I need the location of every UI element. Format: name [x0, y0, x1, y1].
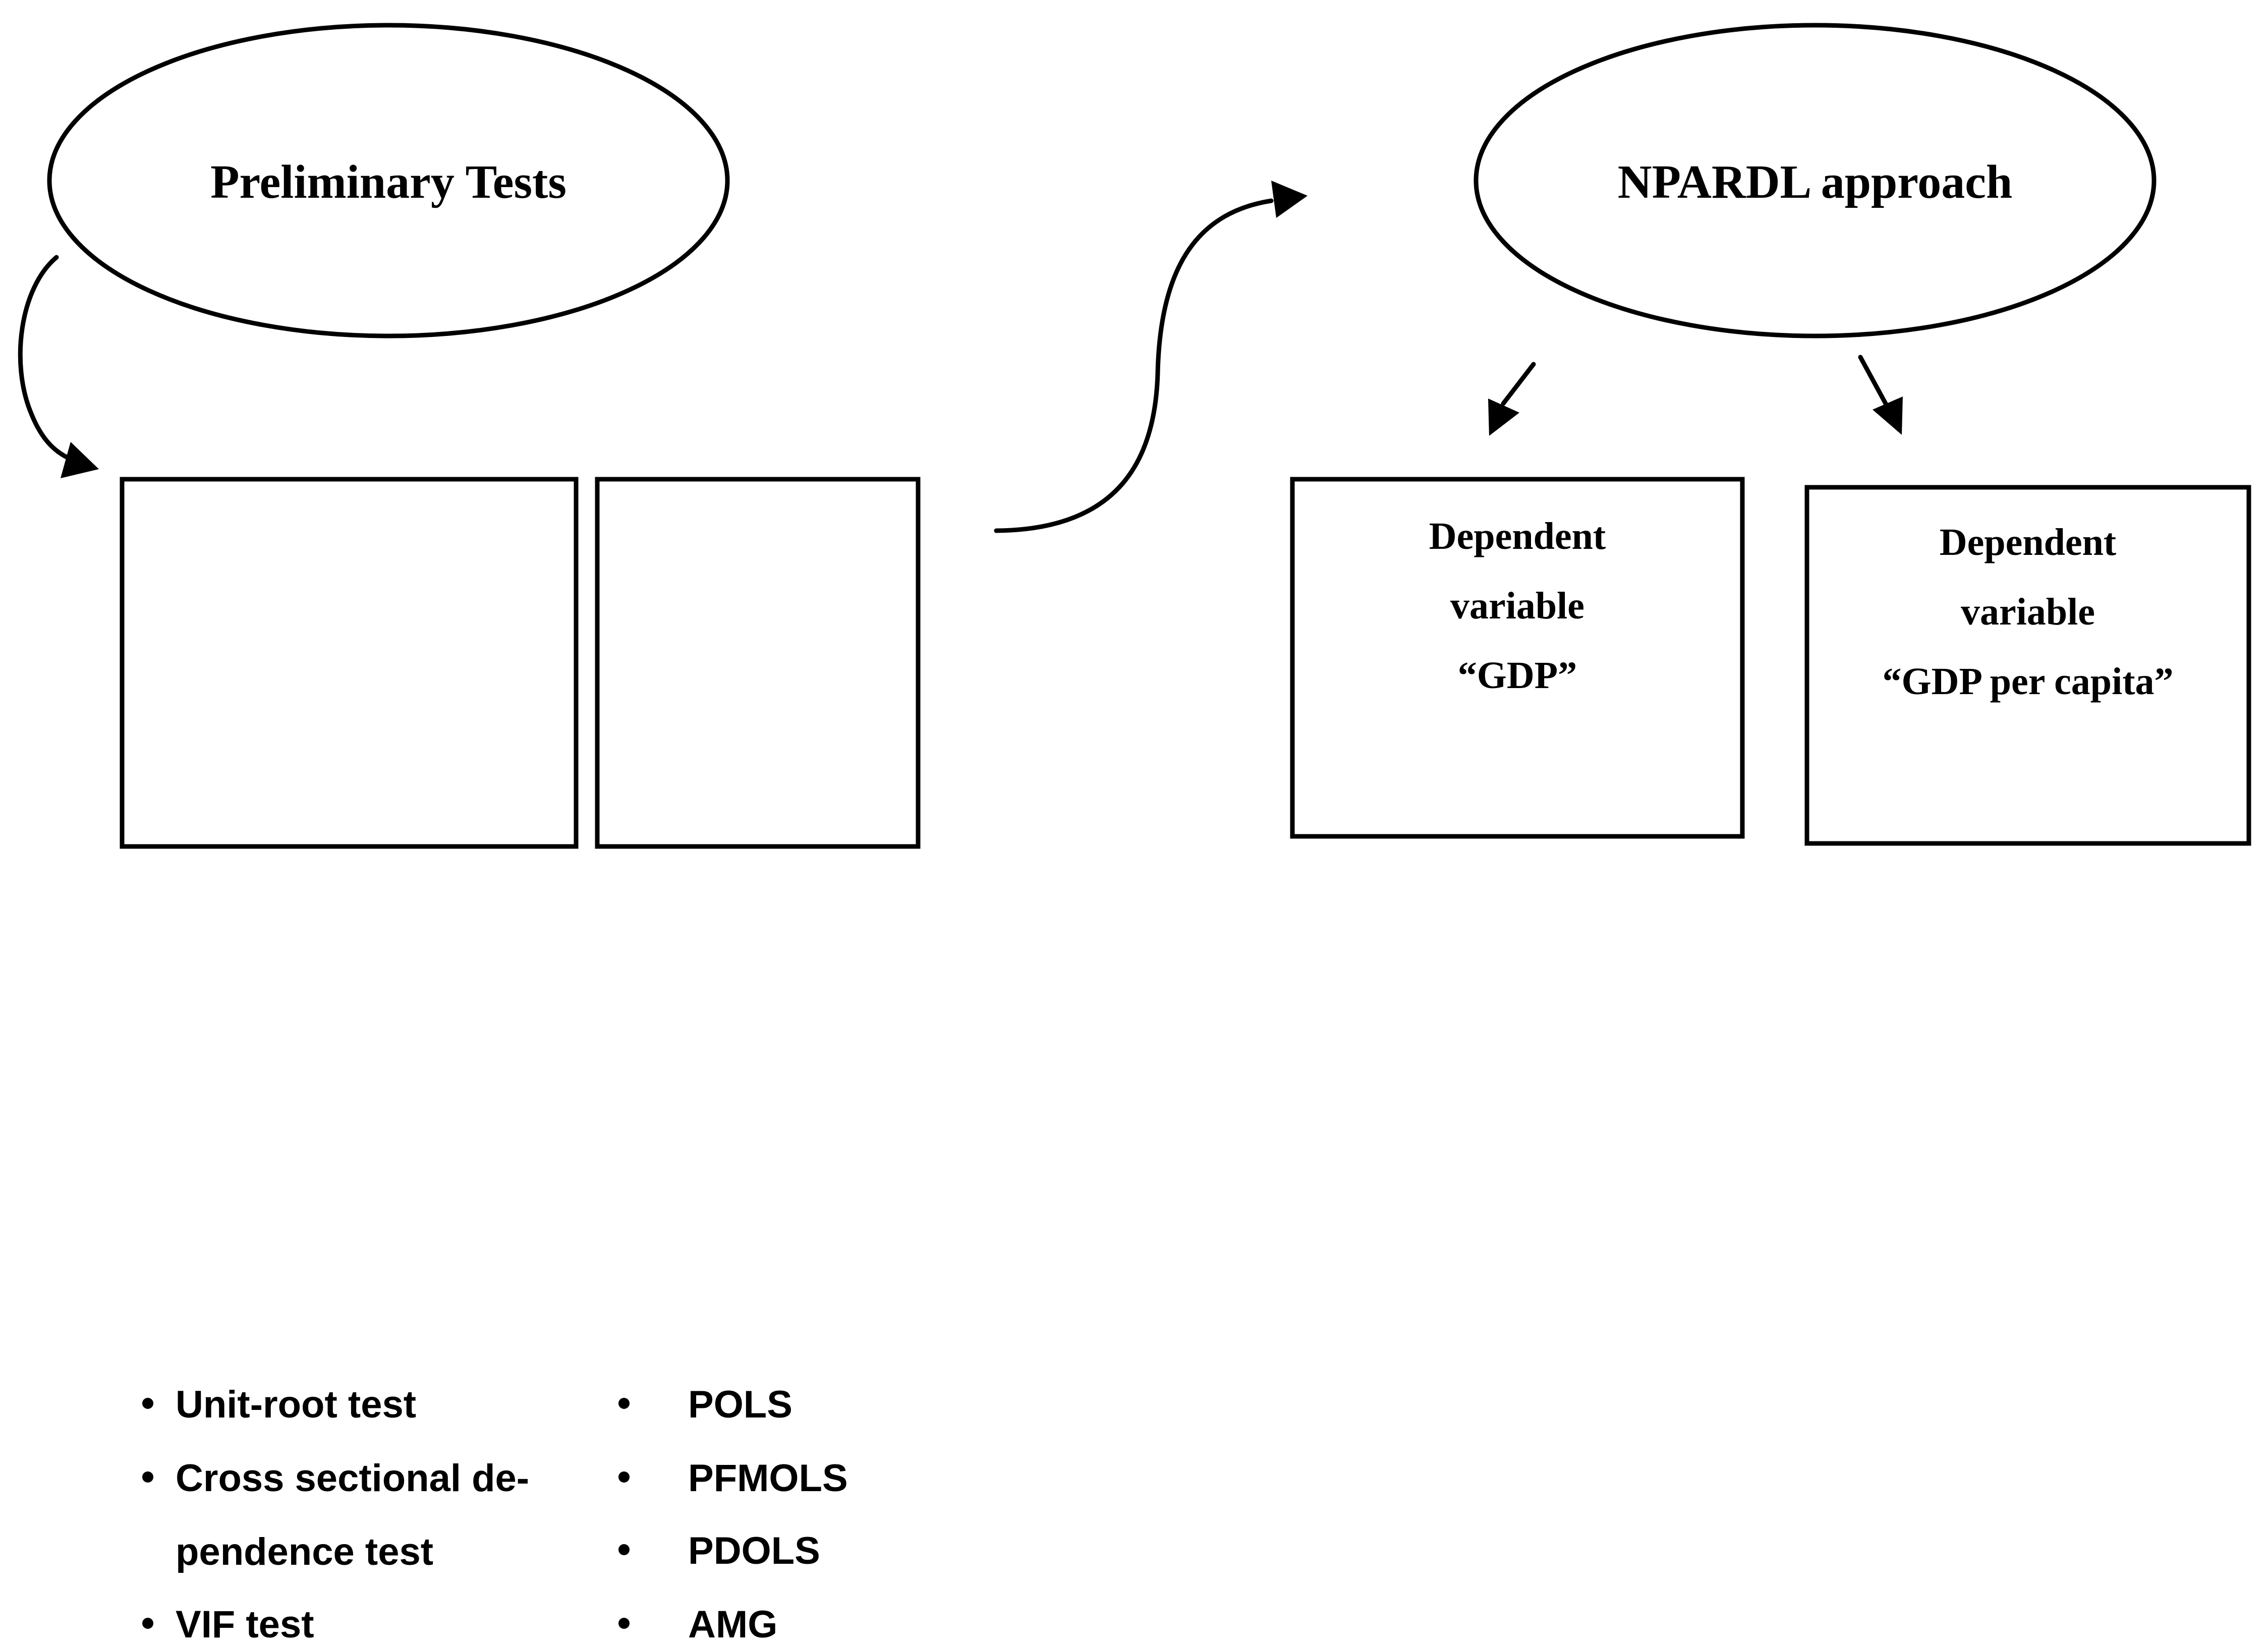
bullet-icon	[142, 1471, 153, 1483]
dependent-gdp-line-2: variable	[1450, 585, 1584, 627]
arrow-npardl-to-gdp	[1501, 362, 1536, 406]
flow-diagram: Preliminary Tests NPARDL approach Unit-r…	[18, 23, 2251, 1644]
bullet-icon	[618, 1471, 630, 1483]
dependent-gdp-per-capita-line-2: variable	[1961, 591, 2095, 633]
npardl-approach-title: NPARDL approach	[1617, 156, 2013, 208]
preliminary-tests-oval	[47, 23, 730, 338]
dependent-gdp-label: Dependent variable “GDP”	[1292, 501, 1742, 710]
preliminary-tests-title: Preliminary Tests	[210, 156, 566, 208]
bullet-icon	[618, 1398, 630, 1409]
arrow-preliminary-to-tests	[18, 255, 73, 462]
list-item-cross-sectional-continued: pendence test	[176, 1530, 434, 1573]
list-item-cross-sectional: Cross sectional de-	[176, 1457, 530, 1500]
estimators-box	[595, 477, 921, 849]
dependent-gdp-per-capita-line-3: “GDP per capita”	[1882, 660, 2174, 703]
list-item-unit-root-test: Unit-root test	[176, 1383, 417, 1426]
list-item-pols: POLS	[688, 1383, 792, 1426]
list-item-pfmols: PFMOLS	[688, 1457, 848, 1500]
arrowhead-preliminary-to-tests	[61, 442, 99, 478]
list-item-amg: AMG	[688, 1603, 778, 1646]
bullet-icon	[618, 1618, 630, 1629]
dependent-gdp-line-1: Dependent	[1429, 515, 1606, 557]
dependent-gdp-per-capita-line-1: Dependent	[1939, 521, 2117, 563]
dependent-gdp-per-capita-box	[1804, 485, 2251, 846]
arrow-npardl-to-gdp-per-capita	[1858, 355, 1888, 406]
preliminary-tests-box	[120, 477, 579, 849]
dependent-gdp-line-3: “GDP”	[1457, 654, 1577, 697]
diagram-canvas	[18, 23, 2251, 849]
bullet-icon	[618, 1544, 630, 1555]
list-item-pdols: PDOLS	[688, 1529, 820, 1572]
dependent-gdp-per-capita-label: Dependent variable “GDP per capita”	[1807, 507, 2249, 716]
arrowhead-npardl-to-gdp-per-capita	[1873, 396, 1903, 435]
list-item-vif-test: VIF test	[176, 1603, 314, 1646]
dependent-gdp-box	[1290, 477, 1745, 839]
bullet-icon	[142, 1398, 153, 1409]
bullet-icon	[142, 1618, 153, 1629]
arrowhead-npardl-to-gdp	[1488, 399, 1519, 436]
arrowhead-estimators-to-npardl	[1271, 181, 1308, 218]
arrow-estimators-to-npardl	[994, 198, 1274, 533]
npardl-approach-oval	[1473, 23, 2157, 338]
